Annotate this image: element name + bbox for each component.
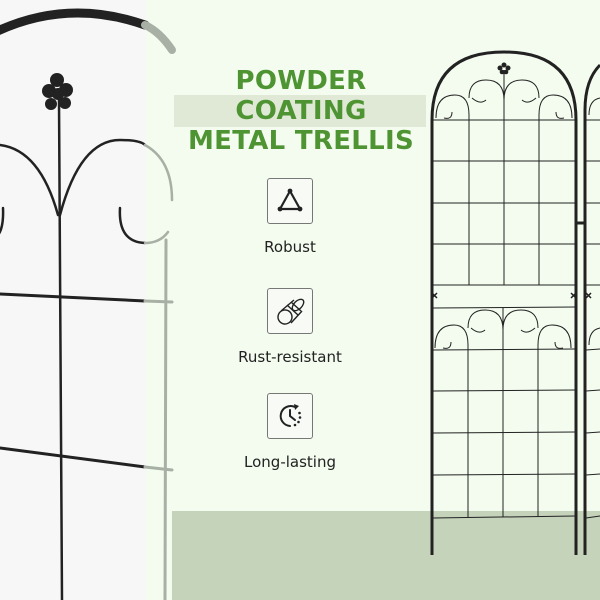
panel-connectors xyxy=(431,221,585,299)
clock-icon xyxy=(267,393,313,439)
trellis-panel-1 xyxy=(430,50,578,555)
feature-label: Long-lasting xyxy=(244,453,336,471)
feature-robust: Robust xyxy=(230,178,350,256)
closeup-trellis xyxy=(0,8,176,600)
title-highlight-band xyxy=(174,95,426,127)
feature-label: Rust-resistant xyxy=(238,348,342,366)
rust-cylinder-icon xyxy=(267,288,313,334)
closeup-flower-finial xyxy=(42,73,73,110)
triangle-icon xyxy=(267,178,313,224)
feature-label: Robust xyxy=(264,238,316,256)
ground-area xyxy=(172,511,600,600)
title-line-2: METAL TRELLIS xyxy=(187,126,415,156)
page-title: POWDER COATING METAL TRELLIS xyxy=(170,66,432,156)
trellis-panel-2 xyxy=(583,63,600,555)
feature-long-lasting: Long-lasting xyxy=(230,393,350,471)
trellis-finial xyxy=(497,62,511,75)
title-line-1: POWDER COATING xyxy=(235,66,367,126)
feature-rust-resistant: Rust-resistant xyxy=(230,288,350,366)
